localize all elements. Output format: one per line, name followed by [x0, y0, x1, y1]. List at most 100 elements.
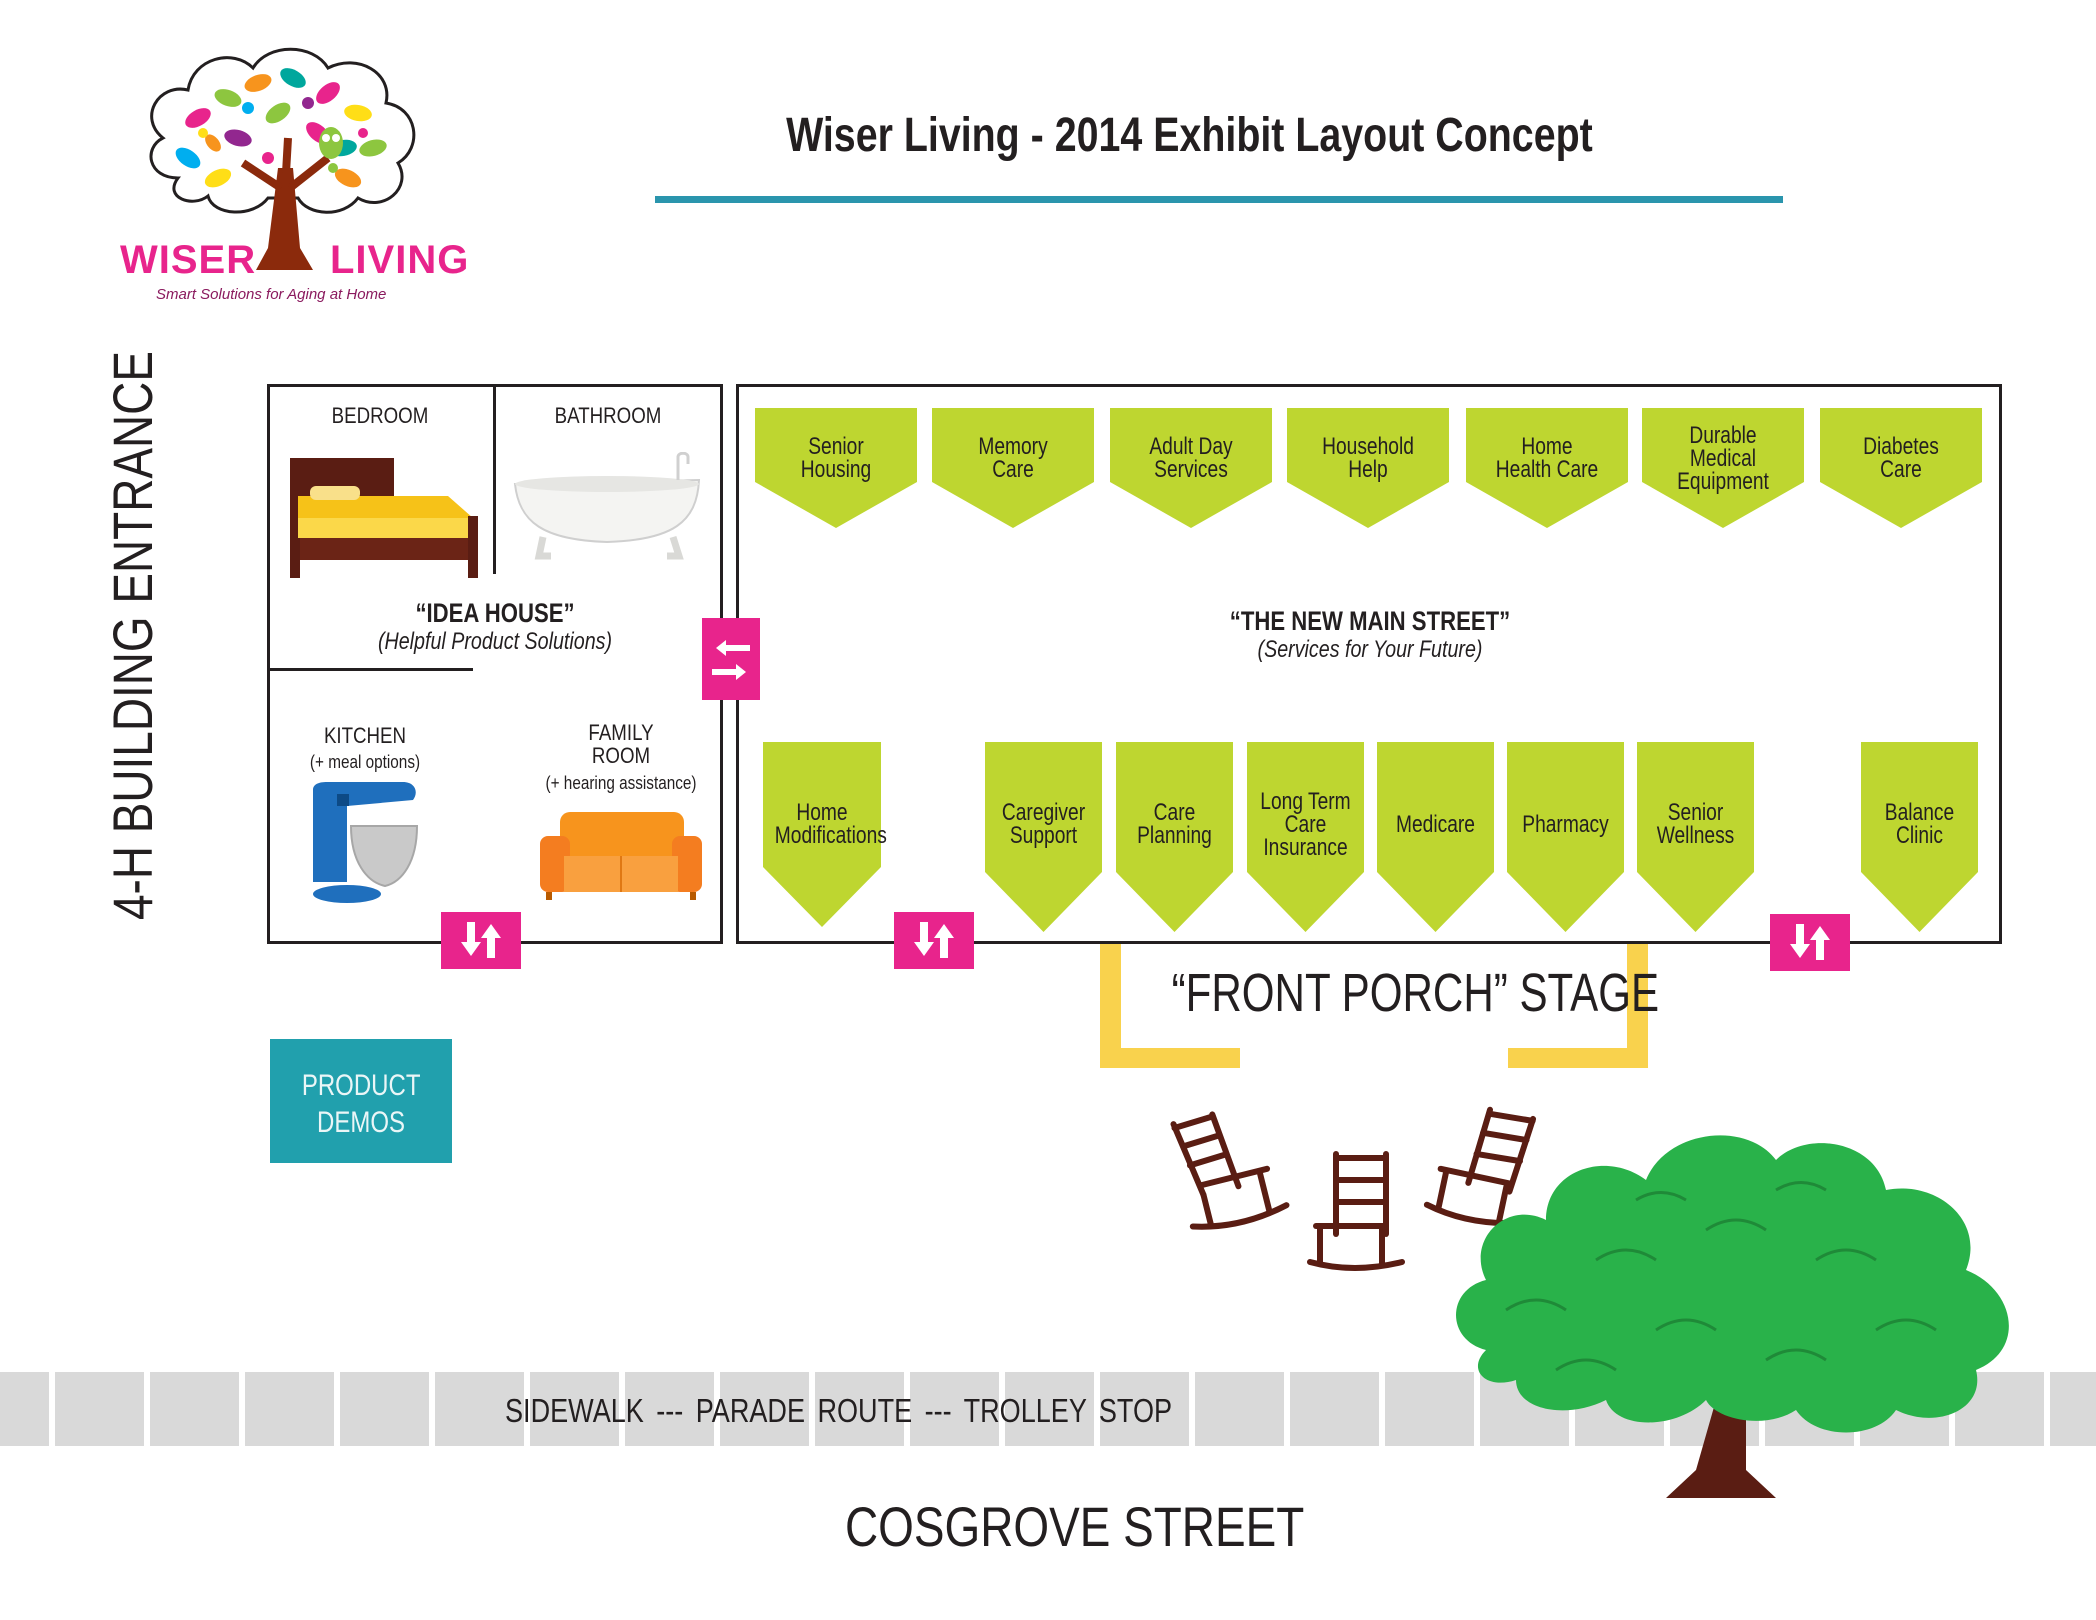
sidewalk-tile — [625, 1372, 714, 1446]
booth-label: Services — [1154, 456, 1228, 483]
sidewalk-tile — [1100, 1372, 1189, 1446]
booth-label: Memory — [978, 433, 1048, 460]
booth-label: Care — [1880, 456, 1922, 483]
sidewalk-tile — [150, 1372, 239, 1446]
sidewalk-tile — [1195, 1372, 1284, 1446]
sidewalk-tile — [0, 1372, 49, 1446]
booth-shape — [1861, 742, 1978, 932]
booth-shape — [1116, 742, 1233, 932]
room-label-bathroom: BATHROOM — [554, 403, 662, 428]
stand-mixer-icon — [313, 782, 419, 903]
logo-name-left: WISER — [120, 238, 257, 282]
booth-shape — [1507, 742, 1624, 932]
sidewalk-tile — [910, 1372, 999, 1446]
booth-label: Care — [1153, 799, 1196, 826]
sidewalk-tile — [720, 1372, 809, 1446]
booth-label: Senior — [1667, 799, 1724, 826]
page-title: Wiser Living - 2014 Exhibit Layout Conce… — [786, 109, 1593, 162]
sidewalk-tile — [2050, 1372, 2096, 1446]
door-idea-house[interactable] — [441, 912, 521, 969]
product-demos-label-line2: DEMOS — [316, 1106, 405, 1139]
sofa-icon — [540, 812, 702, 900]
booth-label: Insurance — [1263, 833, 1348, 861]
two-way-arrow-icon — [1790, 924, 1830, 960]
stage-bracket-right-vertical — [1627, 944, 1648, 1068]
street-label: COSGROVE STREET — [845, 1495, 1305, 1558]
main-street-title: “THE NEW MAIN STREET” — [1229, 606, 1511, 636]
stage-bracket-right-horizontal — [1508, 1048, 1648, 1068]
booth-label: Senior — [808, 433, 864, 460]
door-main-street-left[interactable] — [894, 912, 974, 969]
booth-label: Clinic — [1896, 822, 1943, 849]
booth-label: Adult Day — [1149, 433, 1233, 460]
room-label-kitchen: KITCHEN — [323, 723, 407, 748]
sidewalk-tile — [340, 1372, 429, 1446]
main-street-subtitle: (Services for Your Future) — [1257, 636, 1483, 663]
sidewalk-tile — [245, 1372, 334, 1446]
booth-shape — [1820, 408, 1982, 528]
stage-bracket-left-vertical — [1100, 944, 1121, 1068]
tree-icon — [1456, 1135, 2009, 1498]
two-way-arrow-icon — [712, 640, 750, 680]
booth-shape — [985, 742, 1102, 932]
stage-bracket-left-horizontal — [1100, 1048, 1240, 1068]
idea-house-title: “IDEA HOUSE” — [415, 598, 575, 628]
bathtub-icon — [513, 452, 701, 560]
booth-bottom-5: Pharmacy — [1507, 742, 1624, 932]
booth-shape — [1637, 742, 1754, 932]
sidewalk-label: SIDEWALK --- PARADE ROUTE --- TROLLEY ST… — [505, 1392, 1173, 1429]
sidewalk-tile — [1005, 1372, 1094, 1446]
stage-label: “FRONT PORCH” STAGE — [1171, 963, 1660, 1023]
booth-label: Care — [1284, 810, 1327, 838]
booth-shape — [932, 408, 1094, 528]
booth-bottom-4: Medicare — [1377, 742, 1494, 932]
sidewalk-tile — [435, 1372, 524, 1446]
room-label-bedroom: BEDROOM — [331, 403, 429, 428]
booth-label: Care — [992, 456, 1034, 483]
sidewalk-tile — [1385, 1372, 1474, 1446]
booth-label: Pharmacy — [1522, 810, 1609, 838]
sidewalk-tile — [815, 1372, 904, 1446]
sidewalk-tile — [530, 1372, 619, 1446]
booth-label: Help — [1348, 456, 1388, 483]
two-way-arrow-icon — [914, 922, 954, 958]
booth-shape — [1110, 408, 1272, 528]
booth-shape — [755, 408, 917, 528]
logo-tagline: Smart Solutions for Aging at Home — [156, 286, 387, 303]
idea-house-subtitle: (Helpful Product Solutions) — [377, 628, 613, 655]
booth-label: Balance — [1884, 799, 1955, 826]
booth-label: Durable — [1689, 421, 1757, 449]
booth-shape — [1377, 742, 1494, 932]
booth-label: Wellness — [1656, 822, 1735, 849]
booth-label: Housing — [800, 456, 872, 483]
logo: WISER LIVING Smart Solutions for Aging a… — [118, 38, 468, 308]
booth-label: Home — [1521, 433, 1573, 460]
booth-shape — [1247, 742, 1364, 932]
booth-shape — [1642, 408, 1804, 528]
product-demos-label-line1: PRODUCT — [301, 1069, 421, 1102]
two-way-arrow-icon — [461, 922, 501, 958]
door-main-street-right[interactable] — [1770, 914, 1850, 971]
rocking-chair-icon — [1307, 1151, 1405, 1271]
booth-label: Long Term — [1260, 787, 1351, 815]
door-idea-house-to-main-street[interactable] — [702, 618, 760, 700]
sidewalk-tile — [1290, 1372, 1379, 1446]
booth-label: Equipment — [1677, 467, 1769, 495]
idea-house-wall-horizontal — [267, 668, 473, 671]
booth-label: Medical — [1689, 444, 1757, 472]
logo-name-right: LIVING — [330, 238, 470, 282]
booth-label: Support — [1009, 822, 1078, 849]
room-label-family-room-line1: FAMILY — [588, 720, 654, 745]
product-demos-area: PRODUCT DEMOS — [270, 1039, 452, 1163]
room-label-family-room-line2: ROOM — [591, 743, 651, 768]
